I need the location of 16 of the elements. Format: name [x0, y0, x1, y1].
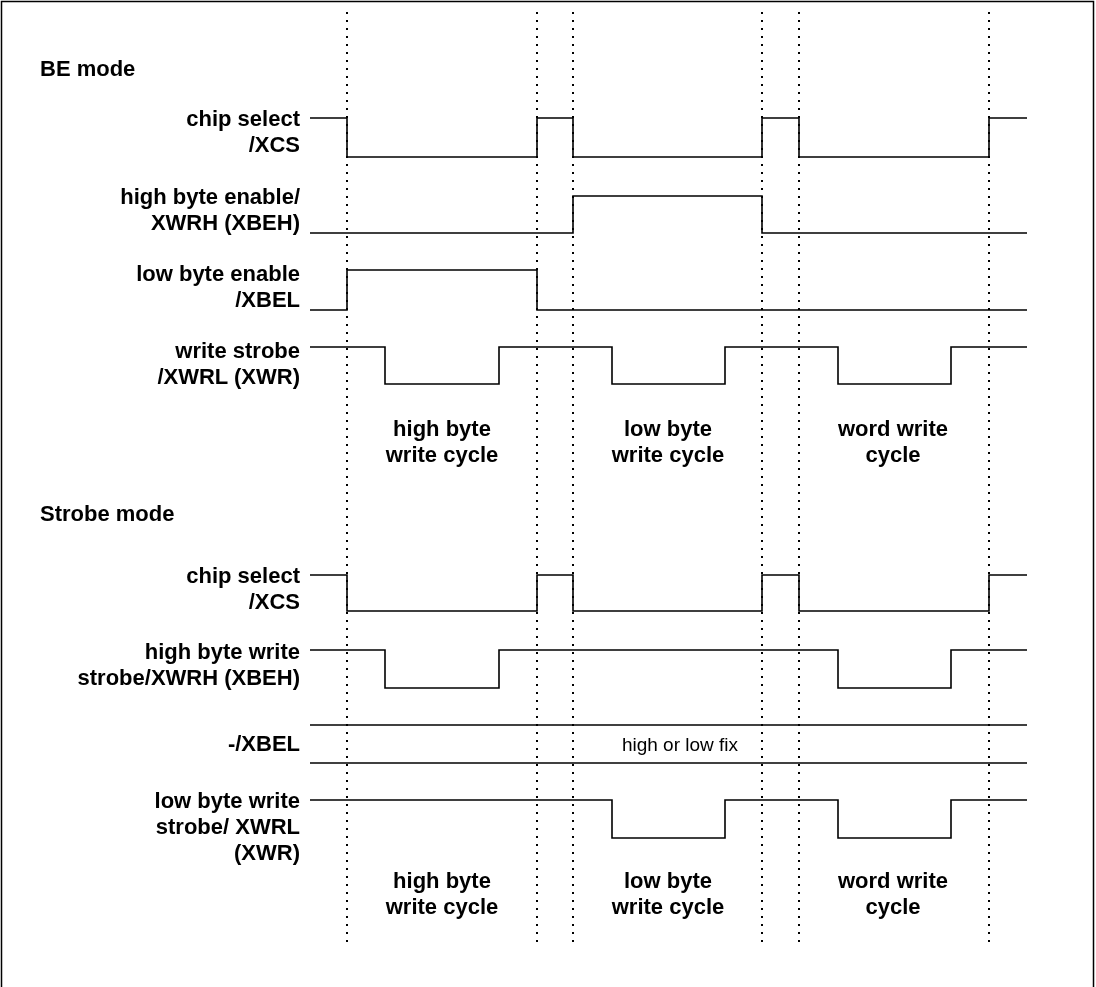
section-heading: Strobe mode	[40, 501, 175, 527]
cycle-label: word write cycle	[837, 868, 949, 920]
cycle-label: high byte write cycle	[384, 868, 500, 920]
signal-name: chip select /XCS	[185, 106, 300, 158]
signal-name: chip select /XCS	[185, 563, 300, 615]
cycle-label: high byte write cycle	[384, 416, 500, 468]
section-heading: BE mode	[40, 56, 136, 82]
cycle-label: low byte write cycle	[610, 868, 726, 920]
cycle-label: low byte write cycle	[610, 416, 726, 468]
cycle-label: word write cycle	[837, 416, 949, 468]
signal-name: low byte enable /XBEL	[135, 261, 300, 313]
signal-name: write strobe /XWRL (XWR)	[156, 338, 300, 390]
signal-name: low byte write strobe/ XWRL (XWR)	[153, 788, 300, 866]
signal-name: high byte enable/ XWRH (XBEH)	[119, 184, 300, 236]
signal-name: high byte write strobe/XWRH (XBEH)	[76, 639, 300, 691]
signal-name: -/XBEL	[226, 731, 300, 757]
